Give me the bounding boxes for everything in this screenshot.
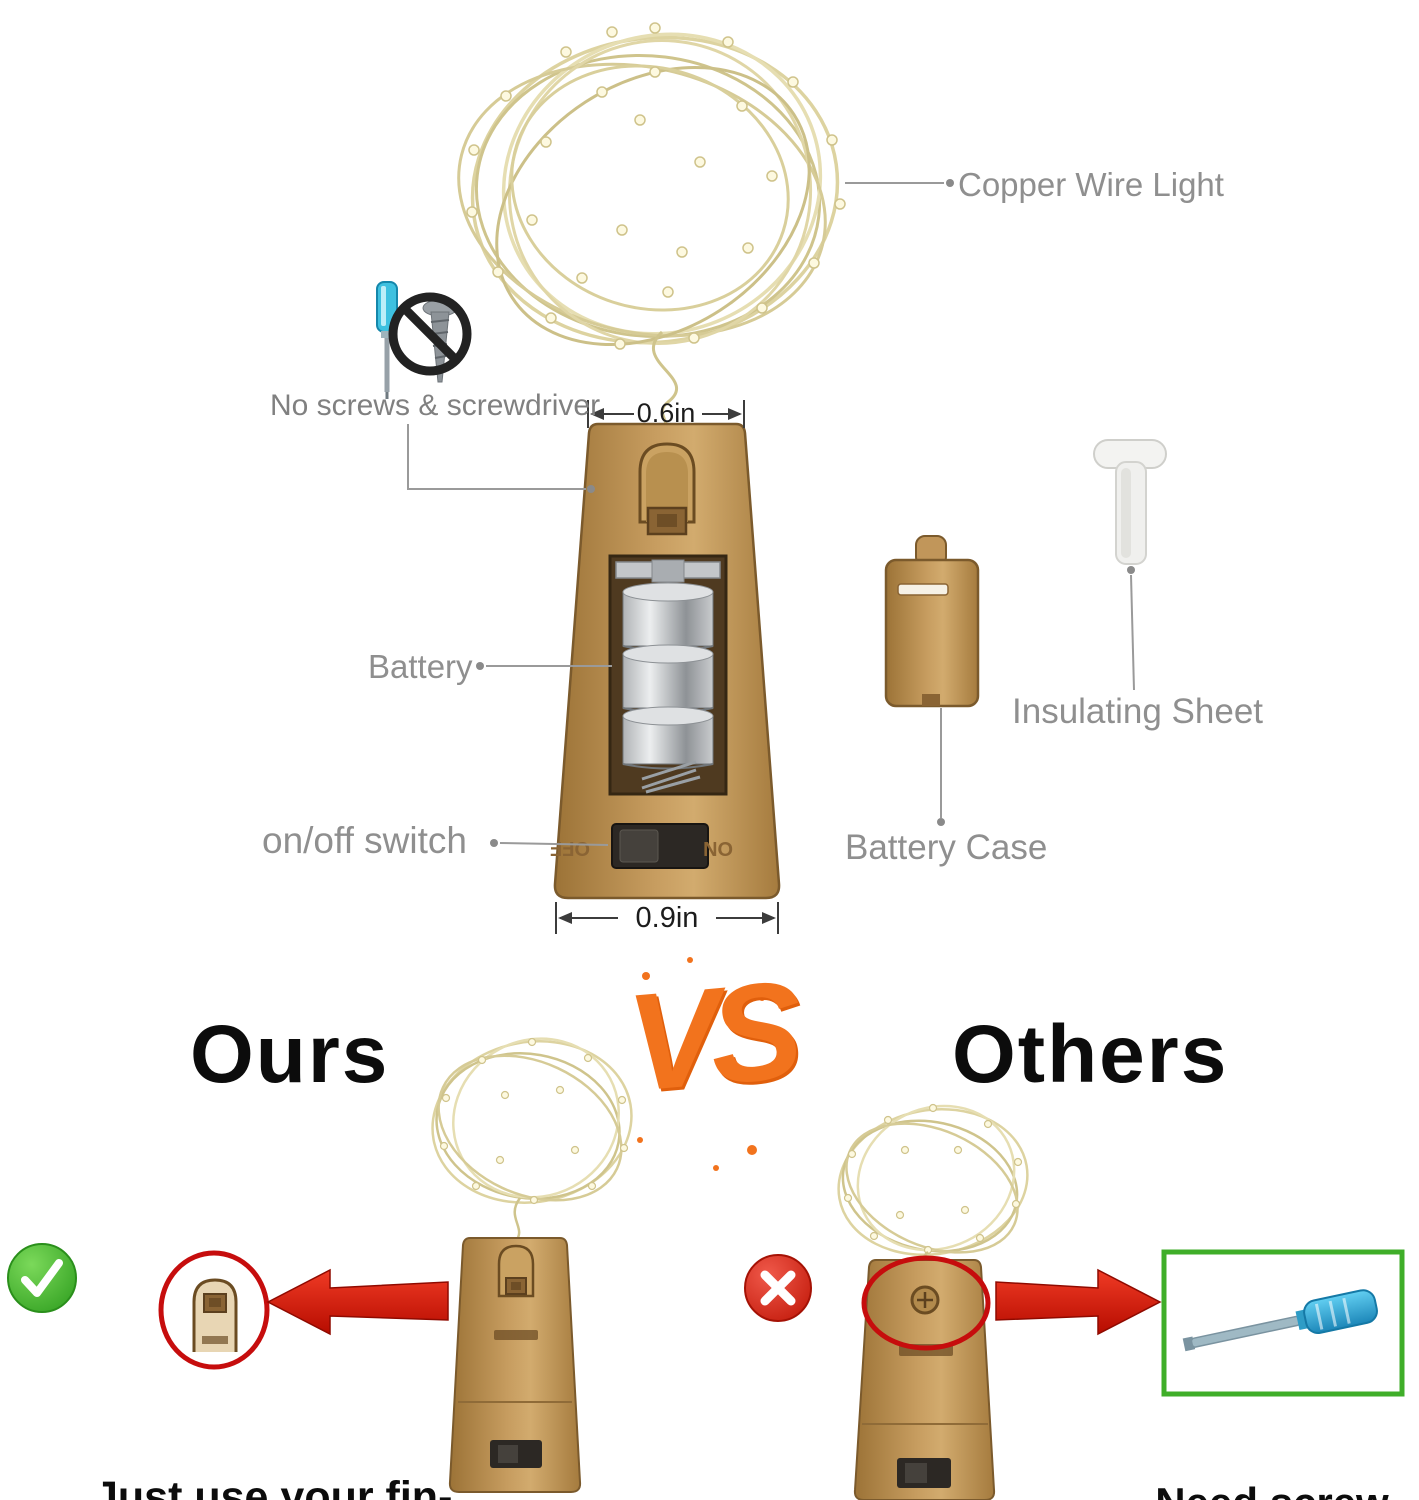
ours-latch-zoom [158, 1250, 270, 1370]
battery-case-label: Battery Case [845, 828, 1048, 867]
battery-case-notch [922, 694, 940, 706]
led-dots-others [843, 1103, 1023, 1255]
switch-on-marking: ON [703, 837, 733, 859]
screwdriver-box [1161, 1249, 1405, 1397]
ours-caption-line1: Just use your fin- [94, 1472, 453, 1500]
cork-latch-inner [657, 514, 677, 527]
vs-splatter [637, 957, 765, 1171]
check-icon [7, 1243, 77, 1313]
prohibition-icon [388, 292, 472, 376]
leader-lines [407, 179, 1135, 847]
screwdriver-highlight [381, 286, 386, 326]
ours-cork-body [448, 1237, 582, 1493]
insulating-sheet [1093, 439, 1167, 565]
bottom-width-dimension: 0.9in [635, 902, 699, 934]
insulating-sheet-label: Insulating Sheet [1012, 692, 1264, 731]
led-dots [466, 22, 846, 350]
others-caption-line1: Need screw- [1148, 1481, 1410, 1500]
others-caption: Need screw- driver to open [1148, 1396, 1410, 1500]
ours-title: Ours [190, 1009, 390, 1100]
others-cork-body [853, 1259, 996, 1500]
power-switch-knob [619, 829, 659, 863]
button-cell-batteries [622, 582, 714, 770]
on-off-switch-label: on/off switch [262, 820, 467, 861]
others-screw-highlight-circle [861, 1255, 991, 1351]
screwdriver-icon [1182, 1289, 1378, 1352]
battery-label: Battery [368, 648, 473, 685]
cork-latch [646, 506, 688, 536]
others-product [837, 1103, 1029, 1500]
others-title: Others [952, 1009, 1229, 1100]
copper-wire-coil [457, 22, 846, 425]
cork-arch-inner [646, 452, 688, 522]
top-width-dimension: 0.6in [636, 398, 696, 428]
cork-stopper-main: OFF ON [550, 422, 781, 900]
ours-caption: Just use your fin- gernail to open [94, 1388, 452, 1500]
prohibition-slash [400, 304, 460, 364]
switch-off-marking: OFF [550, 837, 590, 859]
led-dots-ours [439, 1037, 629, 1205]
arrow-left-icon [266, 1268, 449, 1336]
ours-product [431, 1037, 633, 1493]
cross-icon [744, 1254, 812, 1322]
ours-cork-slot [494, 1330, 538, 1340]
battery-contact-clip [651, 559, 685, 583]
battery-case-slot [897, 583, 949, 596]
no-screws-icon [376, 281, 472, 399]
screwdriver-collar [381, 331, 393, 338]
copper-wire-light-label: Copper Wire Light [958, 166, 1224, 203]
no-screws-label: No screws & screwdriver [270, 389, 601, 422]
battery-case [884, 535, 980, 708]
dimension-lines [555, 400, 779, 934]
vs-label: VS [621, 953, 799, 1121]
arrow-right-icon [995, 1268, 1162, 1336]
wire-tail [652, 330, 678, 425]
battery-spring [641, 760, 701, 794]
